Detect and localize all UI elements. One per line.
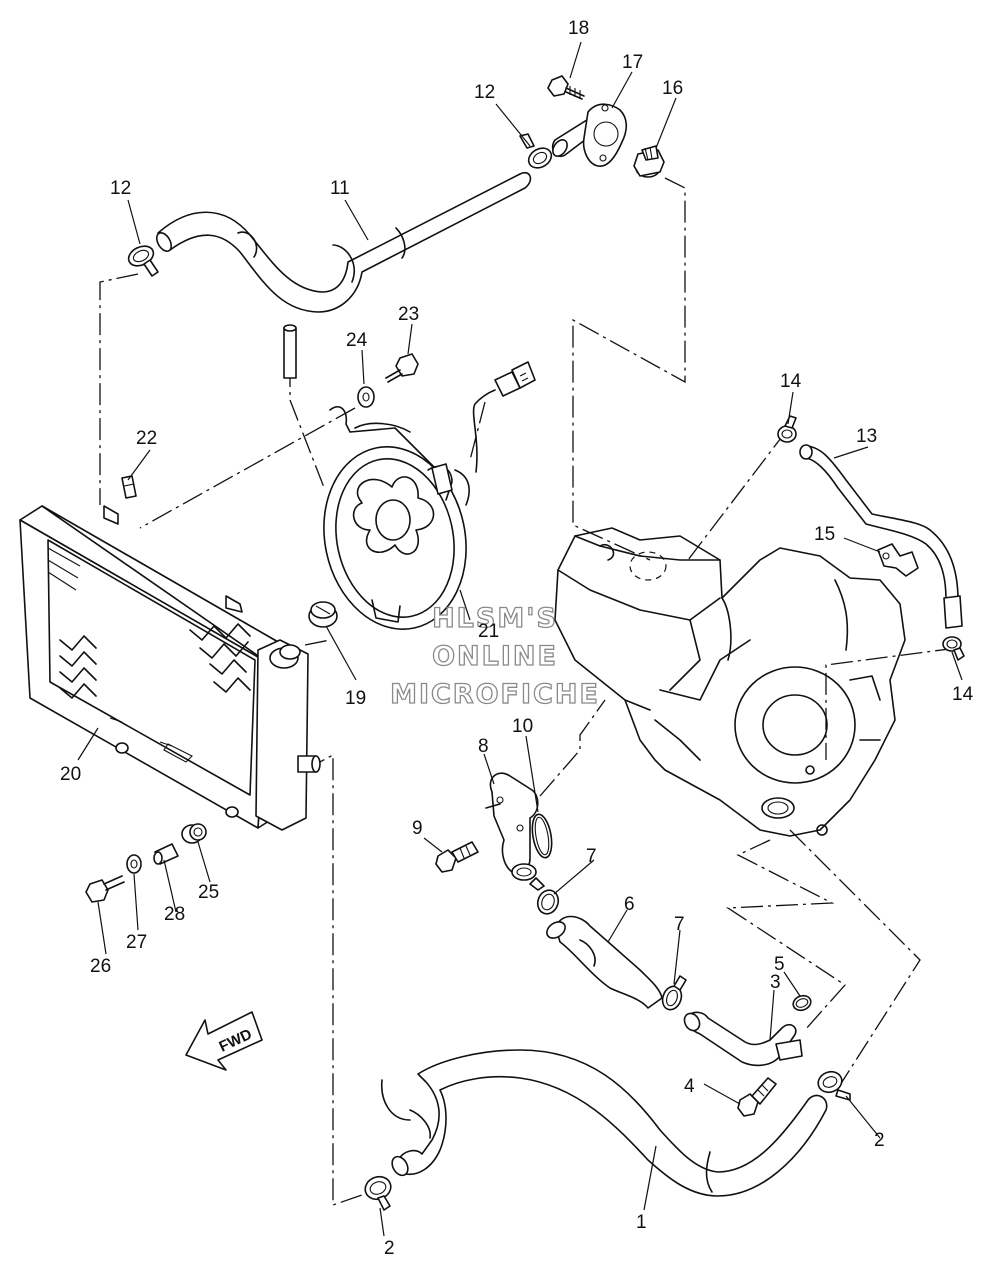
cooling-fan-assembly bbox=[283, 324, 536, 630]
callout-21: 21 bbox=[478, 621, 499, 642]
hose-clamp-14-bottom bbox=[942, 636, 965, 661]
hose-clamp-7-lower bbox=[661, 975, 687, 1011]
leader-lines bbox=[77, 41, 963, 1237]
thermostat-cover bbox=[551, 103, 628, 167]
hose-clamp-12-left bbox=[127, 245, 159, 277]
callout-9: 9 bbox=[412, 818, 423, 839]
hose-clamp-14-top bbox=[777, 415, 797, 443]
bolt-18 bbox=[547, 75, 585, 100]
watermark-line-1: HLSM'S bbox=[432, 603, 558, 634]
callout-11: 11 bbox=[330, 178, 350, 199]
water-pump-housing bbox=[485, 772, 539, 881]
callout-7-upper: 7 bbox=[586, 846, 597, 867]
callout-4: 4 bbox=[684, 1076, 695, 1097]
lower-radiator-hose bbox=[381, 1049, 828, 1197]
callout-12-top: 12 bbox=[474, 82, 495, 103]
callout-26: 26 bbox=[90, 956, 111, 977]
callout-15: 15 bbox=[814, 524, 835, 545]
bolt-26 bbox=[85, 875, 125, 903]
watermark-line-2: ONLINE bbox=[432, 641, 558, 672]
callout-23: 23 bbox=[398, 304, 419, 325]
callout-27: 27 bbox=[126, 932, 147, 953]
callout-28: 28 bbox=[164, 904, 185, 925]
callout-13: 13 bbox=[856, 426, 877, 447]
bolt-9 bbox=[435, 841, 479, 873]
callout-labels: 18 17 16 12 12 11 23 24 22 14 13 15 14 1… bbox=[60, 18, 974, 1259]
callout-14-top: 14 bbox=[780, 371, 802, 392]
bolt-4 bbox=[737, 1077, 777, 1117]
clip-22 bbox=[121, 475, 137, 499]
callout-10: 10 bbox=[512, 716, 533, 737]
watermark: HLSM'S ONLINE MICROFICHE bbox=[389, 602, 600, 710]
o-ring-5 bbox=[792, 994, 812, 1012]
callout-2-left: 2 bbox=[384, 1238, 395, 1259]
hose-clamp-2-right bbox=[817, 1070, 851, 1101]
washer-24 bbox=[357, 386, 375, 408]
hose-holder-15 bbox=[877, 543, 919, 577]
callout-5: 5 bbox=[774, 954, 785, 975]
watermark-line-3: MICROFICHE bbox=[390, 679, 600, 710]
radiator bbox=[19, 505, 321, 831]
collar-28 bbox=[153, 843, 179, 865]
grommet-25 bbox=[181, 823, 207, 844]
radiator-cap bbox=[308, 601, 338, 628]
callout-17: 17 bbox=[622, 52, 643, 73]
callout-22: 22 bbox=[136, 428, 157, 449]
bolt-23 bbox=[385, 353, 419, 383]
callout-20: 20 bbox=[60, 764, 81, 785]
thermo-switch bbox=[633, 145, 665, 178]
bypass-hose-13 bbox=[799, 444, 963, 629]
callout-8: 8 bbox=[478, 736, 489, 757]
callout-18: 18 bbox=[568, 18, 589, 39]
forward-direction-arrow: FWD bbox=[185, 1011, 263, 1071]
callout-1: 1 bbox=[636, 1212, 647, 1233]
upper-radiator-hose bbox=[155, 172, 532, 313]
hose-clamp-2-left bbox=[364, 1175, 392, 1211]
o-ring-10 bbox=[531, 813, 553, 859]
callout-24: 24 bbox=[346, 330, 368, 351]
hose-6 bbox=[546, 915, 663, 1009]
callout-19: 19 bbox=[345, 688, 366, 709]
callout-2-right: 2 bbox=[874, 1130, 885, 1151]
engine-block bbox=[554, 527, 906, 837]
callout-14-bottom: 14 bbox=[952, 684, 974, 705]
callout-25: 25 bbox=[198, 882, 219, 903]
callout-7-lower: 7 bbox=[674, 914, 685, 935]
callout-6: 6 bbox=[624, 894, 635, 915]
washer-27 bbox=[126, 854, 142, 874]
water-pipe-3 bbox=[683, 1011, 803, 1067]
callout-3: 3 bbox=[770, 972, 781, 993]
callout-12-left: 12 bbox=[110, 178, 131, 199]
callout-16: 16 bbox=[662, 78, 683, 99]
hose-clamp-7-upper bbox=[529, 877, 560, 915]
